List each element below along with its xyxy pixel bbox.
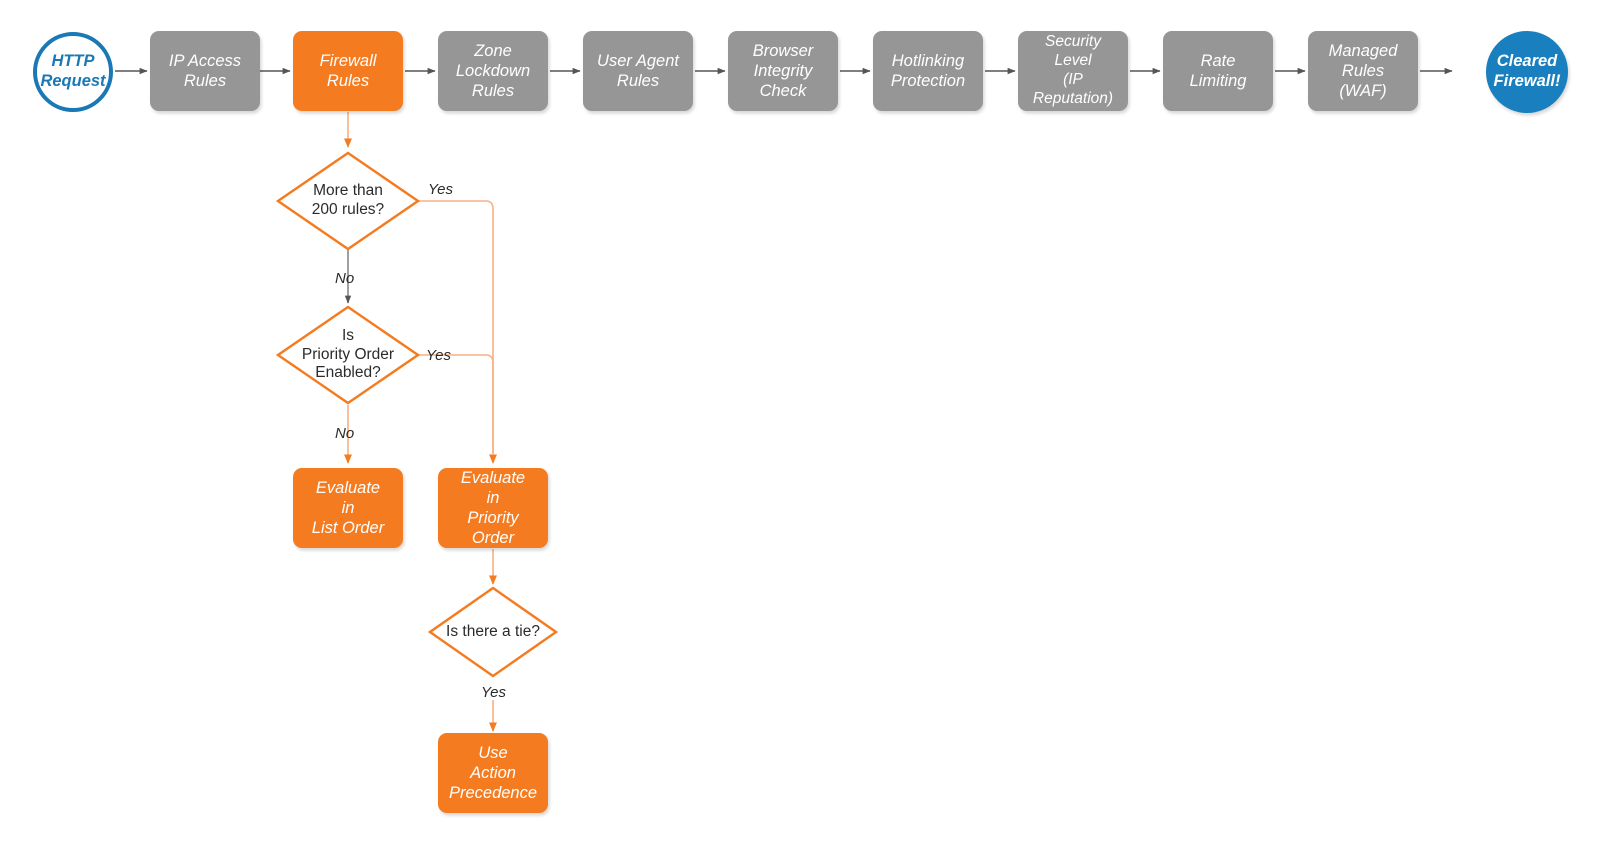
edge-label-yes-priority-order: Yes (426, 347, 452, 364)
node-is-there-a-tie-label: Is there a tie? (446, 622, 540, 640)
node-cleared-firewall[interactable]: Cleared Firewall! (1486, 31, 1568, 113)
node-use-action-precedence-label: Use Action Precedence (448, 743, 538, 803)
node-more-than-200-rules[interactable]: More than 200 rules? (276, 151, 420, 251)
node-http-request[interactable]: HTTP Request (33, 32, 113, 112)
edge-label-yes-more-than-200: Yes (428, 181, 454, 198)
node-hotlinking-protection[interactable]: Hotlinking Protection (873, 31, 983, 111)
diamond-shape (276, 151, 420, 251)
node-security-level[interactable]: Security Level (IP Reputation) (1018, 31, 1128, 111)
node-user-agent-rules-label: User Agent Rules (597, 51, 679, 90)
node-hotlinking-protection-label: Hotlinking Protection (890, 51, 966, 90)
node-is-there-a-tie[interactable]: Is there a tie? (428, 586, 558, 678)
node-rate-limiting-label: Rate Limiting (1189, 51, 1247, 90)
node-priority-order-enabled[interactable]: Is Priority Order Enabled? (276, 305, 420, 405)
node-evaluate-list-order-label: Evaluate in List Order (311, 478, 385, 538)
node-evaluate-priority-order[interactable]: Evaluate in Priority Order (438, 468, 548, 548)
node-security-level-label: Security Level (IP Reputation) (1032, 33, 1114, 107)
node-cleared-firewall-label: Cleared Firewall! (1493, 52, 1561, 90)
edge-label-yes-is-there-a-tie: Yes (481, 684, 507, 701)
node-browser-integrity-check[interactable]: Browser Integrity Check (728, 31, 838, 111)
diamond-shape (276, 305, 420, 405)
node-ip-access-rules-label: IP Access Rules (168, 51, 242, 90)
node-managed-rules-waf-label: Managed Rules (WAF) (1328, 41, 1398, 101)
node-firewall-rules-label: Firewall Rules (319, 51, 377, 90)
node-firewall-rules[interactable]: Firewall Rules (293, 31, 403, 111)
diamond-shape (428, 586, 558, 678)
node-http-request-label: HTTP Request (40, 52, 106, 90)
node-rate-limiting[interactable]: Rate Limiting (1163, 31, 1273, 111)
edge-decision2-yes (418, 354, 494, 455)
edge-label-no-priority-order: No (335, 425, 355, 442)
node-user-agent-rules[interactable]: User Agent Rules (583, 31, 693, 111)
node-zone-lockdown-rules[interactable]: Zone Lockdown Rules (438, 31, 548, 111)
node-more-than-200-rules-label: More than 200 rules? (311, 182, 385, 218)
edge-decision1-yes (418, 200, 497, 464)
node-evaluate-list-order[interactable]: Evaluate in List Order (293, 468, 403, 548)
node-zone-lockdown-rules-label: Zone Lockdown Rules (455, 41, 531, 101)
node-browser-integrity-check-label: Browser Integrity Check (752, 41, 814, 101)
node-use-action-precedence[interactable]: Use Action Precedence (438, 733, 548, 813)
edge-label-no-more-than-200: No (335, 270, 355, 287)
node-evaluate-priority-order-label: Evaluate in Priority Order (460, 468, 526, 548)
node-ip-access-rules[interactable]: IP Access Rules (150, 31, 260, 111)
node-managed-rules-waf[interactable]: Managed Rules (WAF) (1308, 31, 1418, 111)
node-priority-order-enabled-label: Is Priority Order Enabled? (301, 326, 395, 382)
